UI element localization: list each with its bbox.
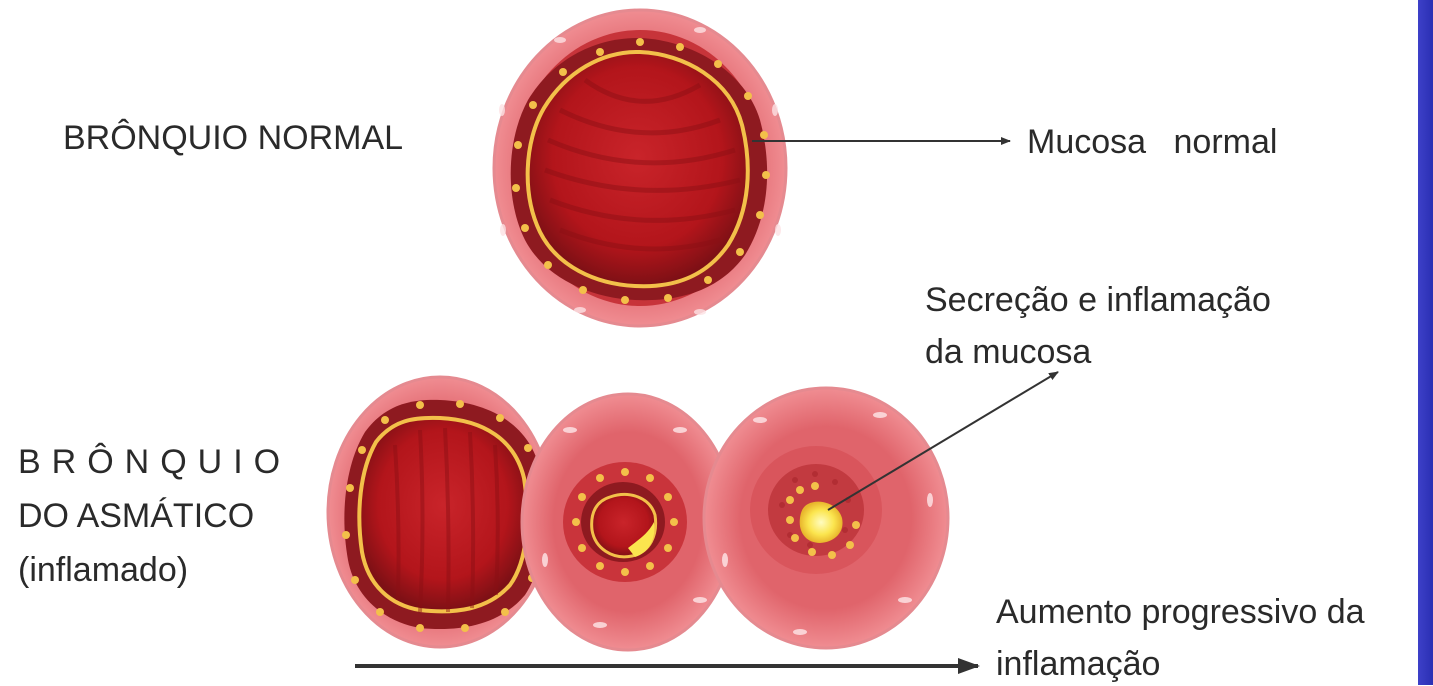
progression-label-line1: Aumento progressivo da [996, 590, 1365, 634]
asthmatic-bronchus-severe [704, 388, 948, 648]
asthmatic-bronchus-label-line1: BRÔNQUIO [18, 440, 291, 484]
asthmatic-bronchus-mild [328, 377, 552, 647]
normal-mucosa-label: Mucosa normal [1027, 120, 1277, 164]
normal-bronchus [494, 10, 786, 326]
progression-label-line2: inflamação [996, 642, 1160, 686]
secretion-label-line1: Secreção e inflamação [925, 278, 1271, 322]
asthmatic-bronchus-label-line3: (inflamado) [18, 548, 188, 592]
normal-bronchus-label: BRÔNQUIO NORMAL [63, 116, 403, 160]
asthmatic-bronchus-moderate [522, 394, 734, 650]
asthmatic-bronchus-label-line2: DO ASMÁTICO [18, 494, 254, 538]
secretion-label-line2: da mucosa [925, 330, 1091, 374]
